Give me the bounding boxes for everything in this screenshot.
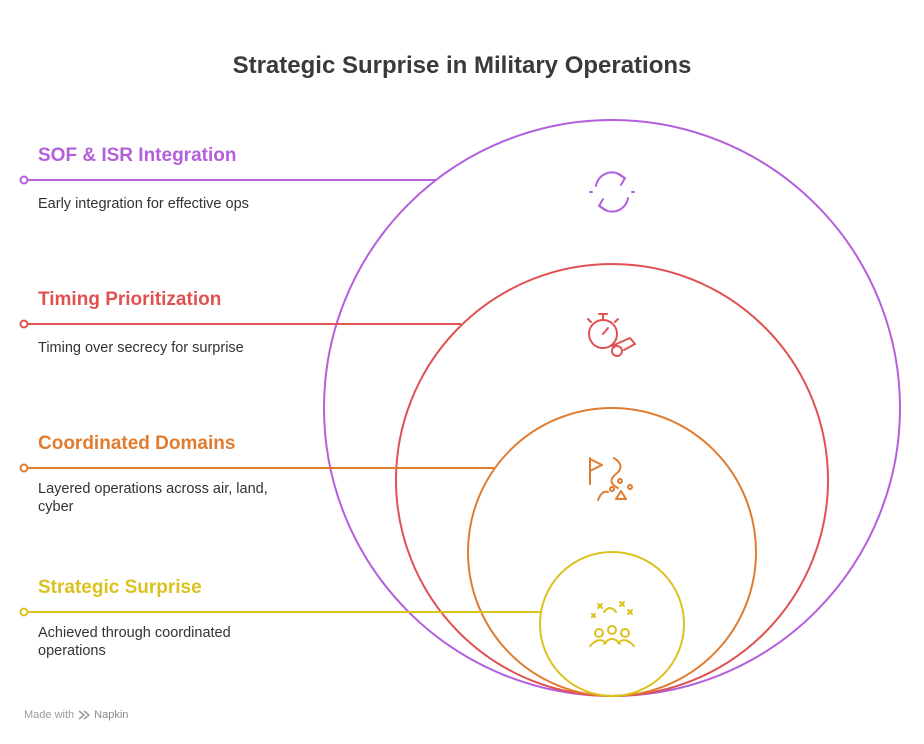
rotate-arrows-icon (589, 171, 635, 213)
desc-coordinated: Layered operations across air, land, cyb… (38, 481, 268, 515)
dot-timing (19, 319, 29, 329)
layer-strategic (19, 551, 685, 697)
desc-sof-isr: Early integration for effective ops (38, 196, 249, 212)
stopwatch-whistle-icon (587, 313, 636, 357)
dot-sof-isr (19, 175, 29, 185)
circle-strategic (539, 551, 685, 697)
team-sparkle-icon (589, 601, 635, 647)
flag-path-icon (589, 457, 633, 501)
dot-strategic (19, 607, 29, 617)
footer-made-with: Made with (24, 709, 75, 721)
label-timing: Timing Prioritization (38, 289, 222, 310)
footer-brand: Napkin (94, 709, 129, 721)
desc-timing: Timing over secrecy for surprise (38, 340, 244, 356)
dot-coordinated (19, 463, 29, 473)
label-sof-isr: SOF & ISR Integration (38, 145, 237, 166)
footer: Made with Napkin (24, 709, 128, 721)
label-strategic: Strategic Surprise (38, 577, 202, 598)
label-coordinated: Coordinated Domains (38, 433, 236, 454)
napkin-logo-icon (78, 710, 91, 720)
desc-strategic: Achieved through coordinated operations (38, 625, 231, 659)
page-title: Strategic Surprise in Military Operation… (232, 52, 692, 79)
